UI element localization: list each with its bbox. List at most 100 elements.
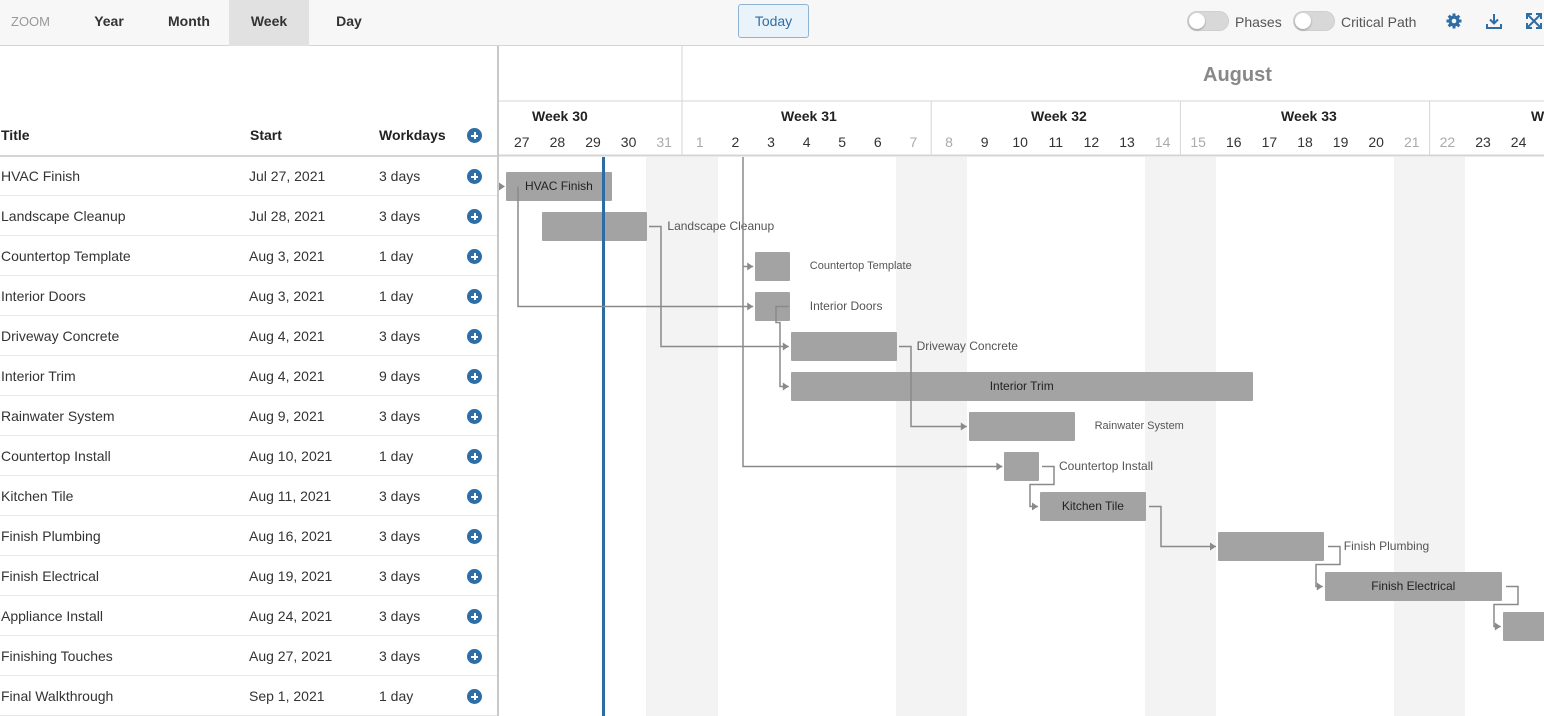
task-bar[interactable]: Interior Trim: [790, 372, 1253, 401]
day-label: 3: [767, 134, 775, 150]
add-subtask-button[interactable]: [467, 569, 482, 584]
task-title: Countertop Template: [1, 248, 131, 264]
column-header-start[interactable]: Start: [250, 127, 282, 143]
zoom-tab-month[interactable]: Month: [168, 13, 210, 29]
day-label: 9: [980, 134, 989, 150]
task-bar[interactable]: [755, 252, 790, 281]
add-subtask-button[interactable]: [467, 649, 482, 664]
zoom-tab-week[interactable]: Week: [229, 0, 309, 46]
day-label: 31: [656, 134, 672, 150]
task-bar-label: Landscape Cleanup: [667, 219, 775, 233]
download-icon[interactable]: [1484, 11, 1504, 31]
task-bar[interactable]: [1502, 612, 1544, 641]
task-bar[interactable]: Kitchen Tile: [1040, 492, 1146, 521]
day-label: 11: [1048, 134, 1064, 150]
task-workdays: 1 day: [379, 448, 414, 464]
zoom-tab-year[interactable]: Year: [94, 13, 124, 29]
task-workdays: 3 days: [379, 568, 421, 584]
task-bar[interactable]: Finish Electrical: [1324, 572, 1502, 601]
task-title: Interior Doors: [1, 288, 86, 304]
month-label: August: [1203, 64, 1272, 86]
day-label: 6: [873, 134, 882, 150]
add-subtask-button[interactable]: [467, 409, 482, 424]
task-bar[interactable]: [541, 212, 648, 241]
task-bar-label: Countertop Template: [809, 260, 912, 272]
day-label: 30: [620, 134, 637, 150]
column-header-workdays[interactable]: Workdays: [379, 127, 446, 143]
column-header-title[interactable]: Title: [1, 127, 30, 143]
task-workdays: 3 days: [379, 528, 421, 544]
day-label: 17: [1261, 134, 1278, 150]
task-bar-label: Driveway Concrete: [916, 339, 1018, 353]
task-bar-label: Interior Doors: [809, 299, 883, 313]
task-bar[interactable]: [1218, 532, 1324, 561]
grid-splitter[interactable]: [497, 46, 499, 716]
gear-icon[interactable]: [1444, 11, 1464, 31]
day-label: 18: [1297, 134, 1313, 150]
weekend-column: [1394, 157, 1430, 716]
task-title: Rainwater System: [1, 408, 115, 424]
critical-path-toggle[interactable]: [1293, 11, 1335, 31]
day-label: 24: [1510, 134, 1527, 150]
add-task-button[interactable]: [467, 128, 482, 143]
task-start-date: Aug 4, 2021: [249, 368, 325, 384]
task-title: Finish Electrical: [1, 568, 100, 584]
add-subtask-button[interactable]: [467, 289, 482, 304]
add-subtask-button[interactable]: [467, 449, 482, 464]
today-button[interactable]: Today: [738, 4, 809, 38]
day-label: 2: [731, 134, 740, 150]
task-title: Finishing Touches: [1, 648, 113, 664]
task-workdays: 3 days: [379, 328, 421, 344]
add-subtask-button[interactable]: [467, 329, 482, 344]
add-subtask-button[interactable]: [467, 249, 482, 264]
add-subtask-button[interactable]: [467, 169, 482, 184]
task-bar-label: Rainwater System: [1094, 420, 1184, 432]
task-bar[interactable]: [1004, 452, 1039, 481]
task-start-date: Aug 4, 2021: [249, 328, 325, 344]
task-start-date: Sep 1, 2021: [249, 688, 325, 704]
task-workdays: 3 days: [379, 608, 421, 624]
day-label: 4: [802, 134, 811, 150]
task-title: Driveway Concrete: [1, 328, 120, 344]
day-label: 13: [1119, 134, 1135, 150]
add-subtask-button[interactable]: [467, 689, 482, 704]
zoom-tab-day[interactable]: Day: [336, 13, 362, 29]
task-title: Final Walkthrough: [1, 688, 114, 704]
task-start-date: Jul 27, 2021: [249, 168, 326, 184]
week-label: Week 31: [781, 108, 837, 124]
zoom-label: ZOOM: [11, 14, 50, 29]
task-title: Countertop Install: [1, 448, 111, 464]
task-bar[interactable]: HVAC Finish: [506, 172, 612, 201]
add-subtask-button[interactable]: [467, 529, 482, 544]
task-title: Kitchen Tile: [1, 488, 74, 504]
weekend-column: [646, 157, 682, 716]
add-subtask-button[interactable]: [467, 609, 482, 624]
add-subtask-button[interactable]: [467, 369, 482, 384]
add-subtask-button[interactable]: [467, 489, 482, 504]
task-title: Interior Trim: [1, 368, 76, 384]
day-label: 7: [909, 134, 918, 150]
day-label: 10: [1012, 134, 1028, 150]
task-bar[interactable]: [968, 412, 1075, 441]
week-label: Week 33: [1281, 108, 1337, 124]
task-row[interactable]: Driveway Concrete Aug 4, 2021 3 days: [0, 316, 497, 356]
task-bar-label: Finish Plumbing: [1343, 539, 1430, 553]
fullscreen-icon[interactable]: [1524, 11, 1544, 31]
phases-toggle[interactable]: [1187, 11, 1229, 31]
task-bar[interactable]: [790, 332, 897, 361]
critical-path-label: Critical Path: [1341, 14, 1417, 30]
add-subtask-button[interactable]: [467, 209, 482, 224]
